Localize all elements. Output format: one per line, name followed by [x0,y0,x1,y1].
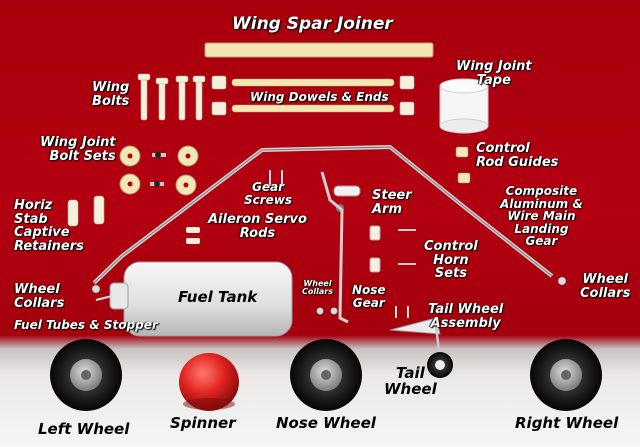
wing-joint-tape [439,78,489,134]
right-wheel [530,339,602,411]
label-right-wheel: Right Wheel [515,414,619,432]
label-fuel-tank: Fuel Tank [178,288,258,306]
nose-gear-wire [320,171,349,324]
fuel-tank [95,261,293,337]
label-wing-spar-joiner: Wing Spar Joiner [232,14,393,34]
label-horiz-stab-retainers: Horiz Stab Captive Retainers [14,198,84,254]
tail-wheel-assembly [389,306,442,361]
label-left-wheel: Left Wheel [38,420,130,438]
wing-dowels-and-ends [211,75,415,116]
label-nose-wheel: Nose Wheel [276,414,376,432]
control-horn-sets [369,225,416,273]
wing-joint-bolt-sets [119,145,199,196]
wheel-collars-hardware [91,276,567,315]
label-control-horn-sets: Control Horn Sets [424,239,478,282]
label-fuel-tubes-stopper: Fuel Tubes & Stopper [14,318,158,332]
control-rod-guides [455,146,471,184]
tail-wheel [427,352,453,378]
gear-screws [269,170,283,186]
aileron-servo-rods [186,227,316,244]
horiz-stab-captive-retainers [67,195,105,227]
spinner [179,353,239,411]
wing-spar-joiner [204,42,434,58]
nose-wheel [290,339,362,411]
label-composite-main-gear: Composite Aluminum & Wire Main Landing G… [500,184,583,249]
wing-bolts [137,73,206,121]
label-spinner: Spinner [170,414,236,432]
label-wing-dowels-ends: Wing Dowels & Ends [250,90,389,104]
left-wheel [50,339,122,411]
